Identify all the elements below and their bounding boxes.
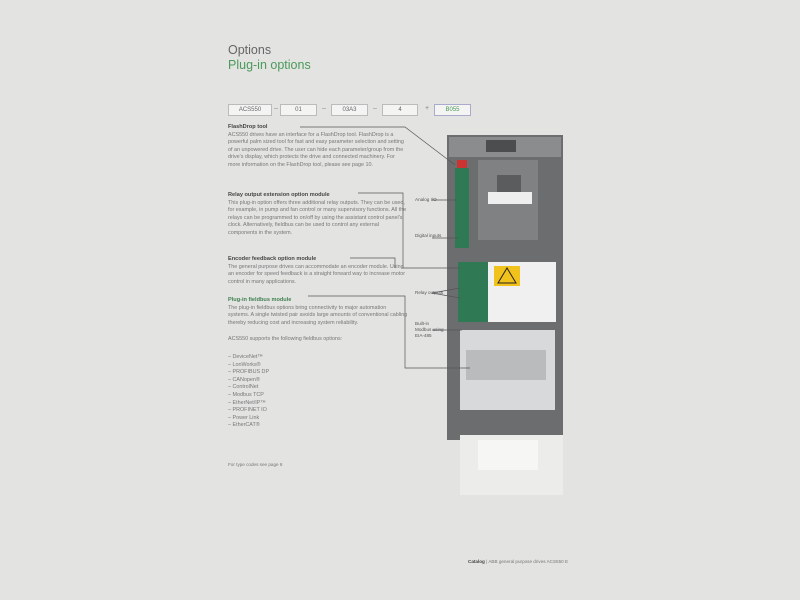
fieldbus-item: – DeviceNet™	[228, 353, 263, 360]
type-code-part: 01	[280, 104, 317, 116]
section-body: The general purpose drives can accommoda…	[228, 263, 406, 285]
fieldbus-item: – CANopen®	[228, 376, 260, 383]
section-heading: FlashDrop tool	[228, 124, 268, 130]
fieldbus-item: – PROFIBUS DP	[228, 369, 270, 376]
type-code-separator: –	[373, 105, 377, 112]
type-code-separator: –	[322, 105, 326, 112]
type-code-part: 4	[382, 104, 418, 116]
section-heading: Plug-in fieldbus module	[228, 297, 292, 303]
section-body: ACS550 drives have an interface for a Fl…	[228, 131, 404, 168]
section-heading: Encoder feedback option module	[228, 256, 317, 262]
footer-text: | ABB general purpose drives ACS550 E	[486, 559, 569, 564]
type-code-part: ACS550	[228, 104, 272, 116]
type-code-separator: +	[425, 105, 430, 112]
fieldbus-item: – ControlNet	[228, 384, 259, 391]
callout-lines	[300, 126, 470, 369]
section-flashdrop: FlashDrop tool ACS550 drives have an int…	[228, 124, 408, 170]
fieldbus-intro: ACS550 supports the following fieldbus o…	[228, 336, 343, 343]
fieldbus-item: – EtherNet/IP™	[228, 399, 266, 406]
page-subtitle: Plug-in options	[228, 58, 311, 72]
section-encoder: Encoder feedback option module The gener…	[228, 256, 408, 286]
section-body: The plug-in fieldbus options bring conne…	[228, 304, 408, 326]
fieldbus-list: – DeviceNet™ – LonWorks® – PROFIBUS DP –…	[228, 354, 408, 430]
fieldbus-item: – Power Link	[228, 414, 260, 421]
fieldbus-item: – LonWorks®	[228, 361, 261, 368]
flashdrop-port	[457, 160, 467, 168]
fieldbus-item: – EtherCAT®	[228, 422, 260, 429]
section-fieldbus: Plug-in fieldbus module The plug-in fiel…	[228, 297, 408, 430]
callout-modbus: Built-in Modbus using EIA-485	[415, 321, 444, 338]
fieldbus-item: – PROFINET IO	[228, 407, 267, 414]
callout-relay-outputs: Relay outputs	[415, 290, 444, 295]
type-code-separator: –	[274, 105, 278, 112]
type-code-part: 03A3	[331, 104, 368, 116]
callout-analog-io: Analog I/O	[415, 197, 437, 202]
callout-digital-inputs: Digital inputs	[415, 233, 442, 238]
page-footer: Catalog | ABB general purpose drives ACS…	[468, 559, 568, 564]
terminal-block	[455, 168, 469, 248]
type-code-option: B055	[434, 104, 471, 116]
fieldbus-item: – Modbus TCP	[228, 391, 264, 398]
footer-label: Catalog	[468, 559, 485, 564]
section-heading: Relay output extension option module	[228, 192, 330, 198]
section-relay: Relay output extension option module Thi…	[228, 192, 408, 238]
section-body: This plug-in option offers three additio…	[228, 199, 407, 236]
relay-terminal	[458, 262, 488, 322]
page-title: Options	[228, 43, 272, 57]
footnote: For type codes see page 8	[228, 462, 283, 467]
